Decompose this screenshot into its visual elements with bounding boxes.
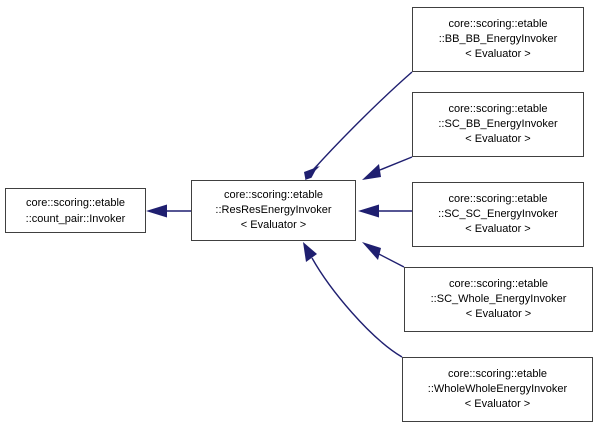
class-node-line-1: core::scoring::etable (447, 368, 548, 380)
class-node-line-2: ::WholeWholeEnergyInvoker (427, 383, 568, 395)
class-node-line-3: < Evaluator > (240, 219, 307, 231)
class-node-wholewhole-energy-invoker[interactable]: core::scoring::etable ::WholeWholeEnergy… (402, 357, 593, 422)
edge-bbbb-to-resres (304, 71, 413, 180)
class-node-line-1: core::scoring::etable (448, 193, 548, 205)
class-node-line-2: ::SC_SC_EnergyInvoker (438, 208, 558, 220)
class-node-line-3: < Evaluator > (465, 308, 532, 320)
class-node-line-3: < Evaluator > (465, 223, 531, 235)
class-node-line-1: core::scoring::etable (448, 18, 548, 30)
class-node-sc-whole-energy-invoker[interactable]: core::scoring::etable ::SC_Whole_EnergyI… (404, 267, 593, 332)
class-node-line-3: < Evaluator > (465, 48, 531, 60)
edge-scsc-to-resres (358, 204, 412, 218)
class-node-line-2: ::SC_Whole_EnergyInvoker (430, 293, 567, 305)
class-node-line-1: core::scoring::etable (448, 278, 549, 290)
class-node-line-2: ::BB_BB_EnergyInvoker (438, 33, 558, 45)
class-node-base-invoker[interactable]: core::scoring::etable ::count_pair::Invo… (5, 188, 146, 233)
edge-resres-to-base (146, 204, 191, 218)
class-node-line-1: core::scoring::etable (223, 189, 324, 201)
class-node-sc-sc-energy-invoker[interactable]: core::scoring::etable ::SC_SC_EnergyInvo… (412, 182, 584, 247)
edge-scbb-to-resres (362, 156, 413, 180)
class-node-line-1: core::scoring::etable (448, 103, 548, 115)
class-node-sc-bb-energy-invoker[interactable]: core::scoring::etable ::SC_BB_EnergyInvo… (412, 92, 584, 157)
class-node-bb-bb-energy-invoker[interactable]: core::scoring::etable ::BB_BB_EnergyInvo… (412, 7, 584, 72)
class-node-line-3: < Evaluator > (465, 133, 531, 145)
class-node-line-3: < Evaluator > (464, 398, 531, 410)
class-node-line-2: ::ResResEnergyInvoker (215, 204, 332, 216)
class-node-line-1: core::scoring::etable (25, 196, 126, 209)
class-node-resres-energy-invoker[interactable]: core::scoring::etable ::ResResEnergyInvo… (191, 180, 356, 241)
edge-wholewhole-to-resres (303, 242, 403, 358)
class-node-line-2: ::SC_BB_EnergyInvoker (438, 118, 558, 130)
edge-scwhole-to-resres (362, 242, 405, 268)
class-node-line-2: ::count_pair::Invoker (25, 212, 126, 225)
